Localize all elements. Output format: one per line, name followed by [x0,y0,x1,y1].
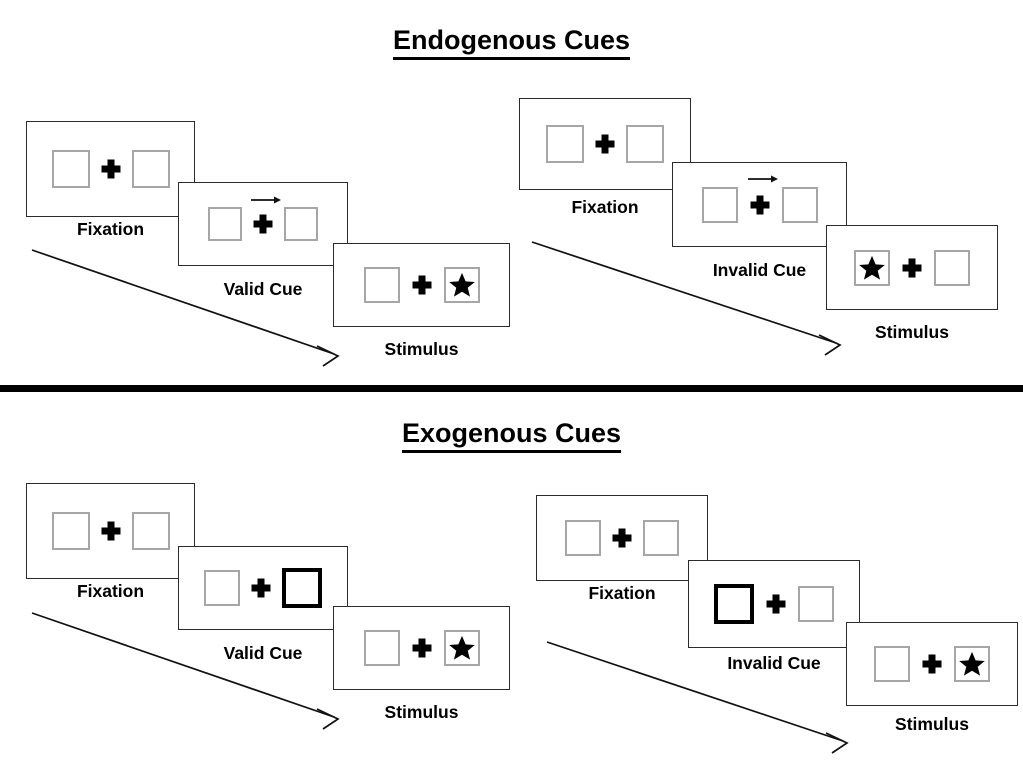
trial-frame-stimulus[interactable] [333,606,510,690]
caption-stimulus: Stimulus [384,339,459,359]
trial-frame-fixation[interactable] [519,98,691,190]
left-placeholder-box-cued[interactable] [714,584,754,624]
frame-content [874,646,990,682]
right-placeholder-box[interactable] [798,586,834,622]
trial-frame-stimulus[interactable] [333,243,510,327]
trial-frame-fixation[interactable] [536,495,708,581]
frame-content [701,175,818,223]
trial-frame-invalid-cue[interactable] [688,560,860,648]
frame-content [363,267,480,303]
plus-icon [890,250,934,286]
star-icon [958,650,986,678]
trial-frame-invalid-cue[interactable] [672,162,847,247]
plus-icon [754,584,798,624]
left-placeholder-box[interactable] [565,520,601,556]
left-placeholder-box[interactable] [204,570,240,606]
caption-invalid-cue: Invalid Cue [712,260,807,280]
plus-icon: .p1::before{width:19px;height:7px;}.p1::… [90,150,132,188]
left-placeholder-box[interactable] [546,125,584,163]
frame-content [854,249,970,286]
trial-frame-fixation[interactable]: .p1::before{width:19px;height:7px;}.p1::… [26,121,195,217]
left-placeholder-box[interactable] [363,267,400,303]
plus-icon [240,570,282,606]
trial-frame-stimulus[interactable] [846,622,1018,706]
left-placeholder-box[interactable] [208,207,242,241]
trial-frame-valid-cue[interactable] [178,546,348,630]
right-placeholder-box[interactable] [626,125,664,163]
plus-icon [242,196,284,241]
right-placeholder-box[interactable] [131,512,170,550]
caption-fixation: Fixation [76,581,145,601]
left-placeholder-box[interactable] [51,150,90,188]
star-icon [448,634,476,662]
left-placeholder-box[interactable] [701,186,738,223]
right-placeholder-box[interactable] [643,520,679,556]
trial-frame-valid-cue[interactable] [178,182,348,266]
frame-content [208,196,318,241]
caption-invalid-cue: Invalid Cue [727,653,821,673]
star-icon [448,271,476,299]
right-placeholder-box-cued[interactable] [282,568,322,608]
left-placeholder-box[interactable] [51,512,90,550]
section-divider [0,385,1023,392]
star-icon [858,254,886,282]
caption-stimulus: Stimulus [384,702,459,722]
right-placeholder-box[interactable] [131,150,170,188]
arrow-right-icon [250,194,282,206]
caption-valid-cue: Valid Cue [223,643,303,663]
right-placeholder-box[interactable] [443,267,480,303]
trial-frame-stimulus[interactable] [826,225,998,310]
time-arrow-icon [528,238,853,363]
plus-icon [90,512,132,550]
frame-content [363,630,480,666]
caption-stimulus: Stimulus [895,714,969,734]
caption-valid-cue: Valid Cue [223,279,303,299]
section-title-endogenous: Endogenous Cues [0,25,1023,60]
caption-stimulus: Stimulus [875,322,949,342]
section-title-exogenous-text: Exogenous Cues [401,418,622,453]
trial-frame-fixation[interactable] [26,483,195,579]
plus-icon [601,520,643,556]
left-placeholder-box[interactable] [874,646,910,682]
frame-content [546,125,664,163]
caption-fixation: Fixation [588,583,656,603]
plus-icon [584,125,626,163]
plus-icon [738,175,782,223]
right-placeholder-box[interactable] [284,207,318,241]
plus-icon [400,267,444,303]
frame-content [51,512,170,550]
frame-content [714,584,834,624]
plus-icon [910,646,954,682]
plus-icon [400,630,444,666]
left-placeholder-box[interactable] [363,630,400,666]
caption-fixation: Fixation [571,197,639,217]
right-placeholder-box[interactable] [934,249,970,286]
section-title-endogenous-text: Endogenous Cues [392,25,630,60]
caption-fixation: Fixation [76,219,145,239]
left-placeholder-box[interactable] [854,249,890,286]
right-placeholder-box[interactable] [781,186,818,223]
arrow-right-icon [747,173,779,185]
section-title-exogenous: Exogenous Cues [0,418,1023,453]
frame-content [204,568,322,608]
frame-content: .p1::before{width:19px;height:7px;}.p1::… [51,150,170,188]
right-placeholder-box[interactable] [443,630,480,666]
right-placeholder-box[interactable] [954,646,990,682]
frame-content [565,520,679,556]
